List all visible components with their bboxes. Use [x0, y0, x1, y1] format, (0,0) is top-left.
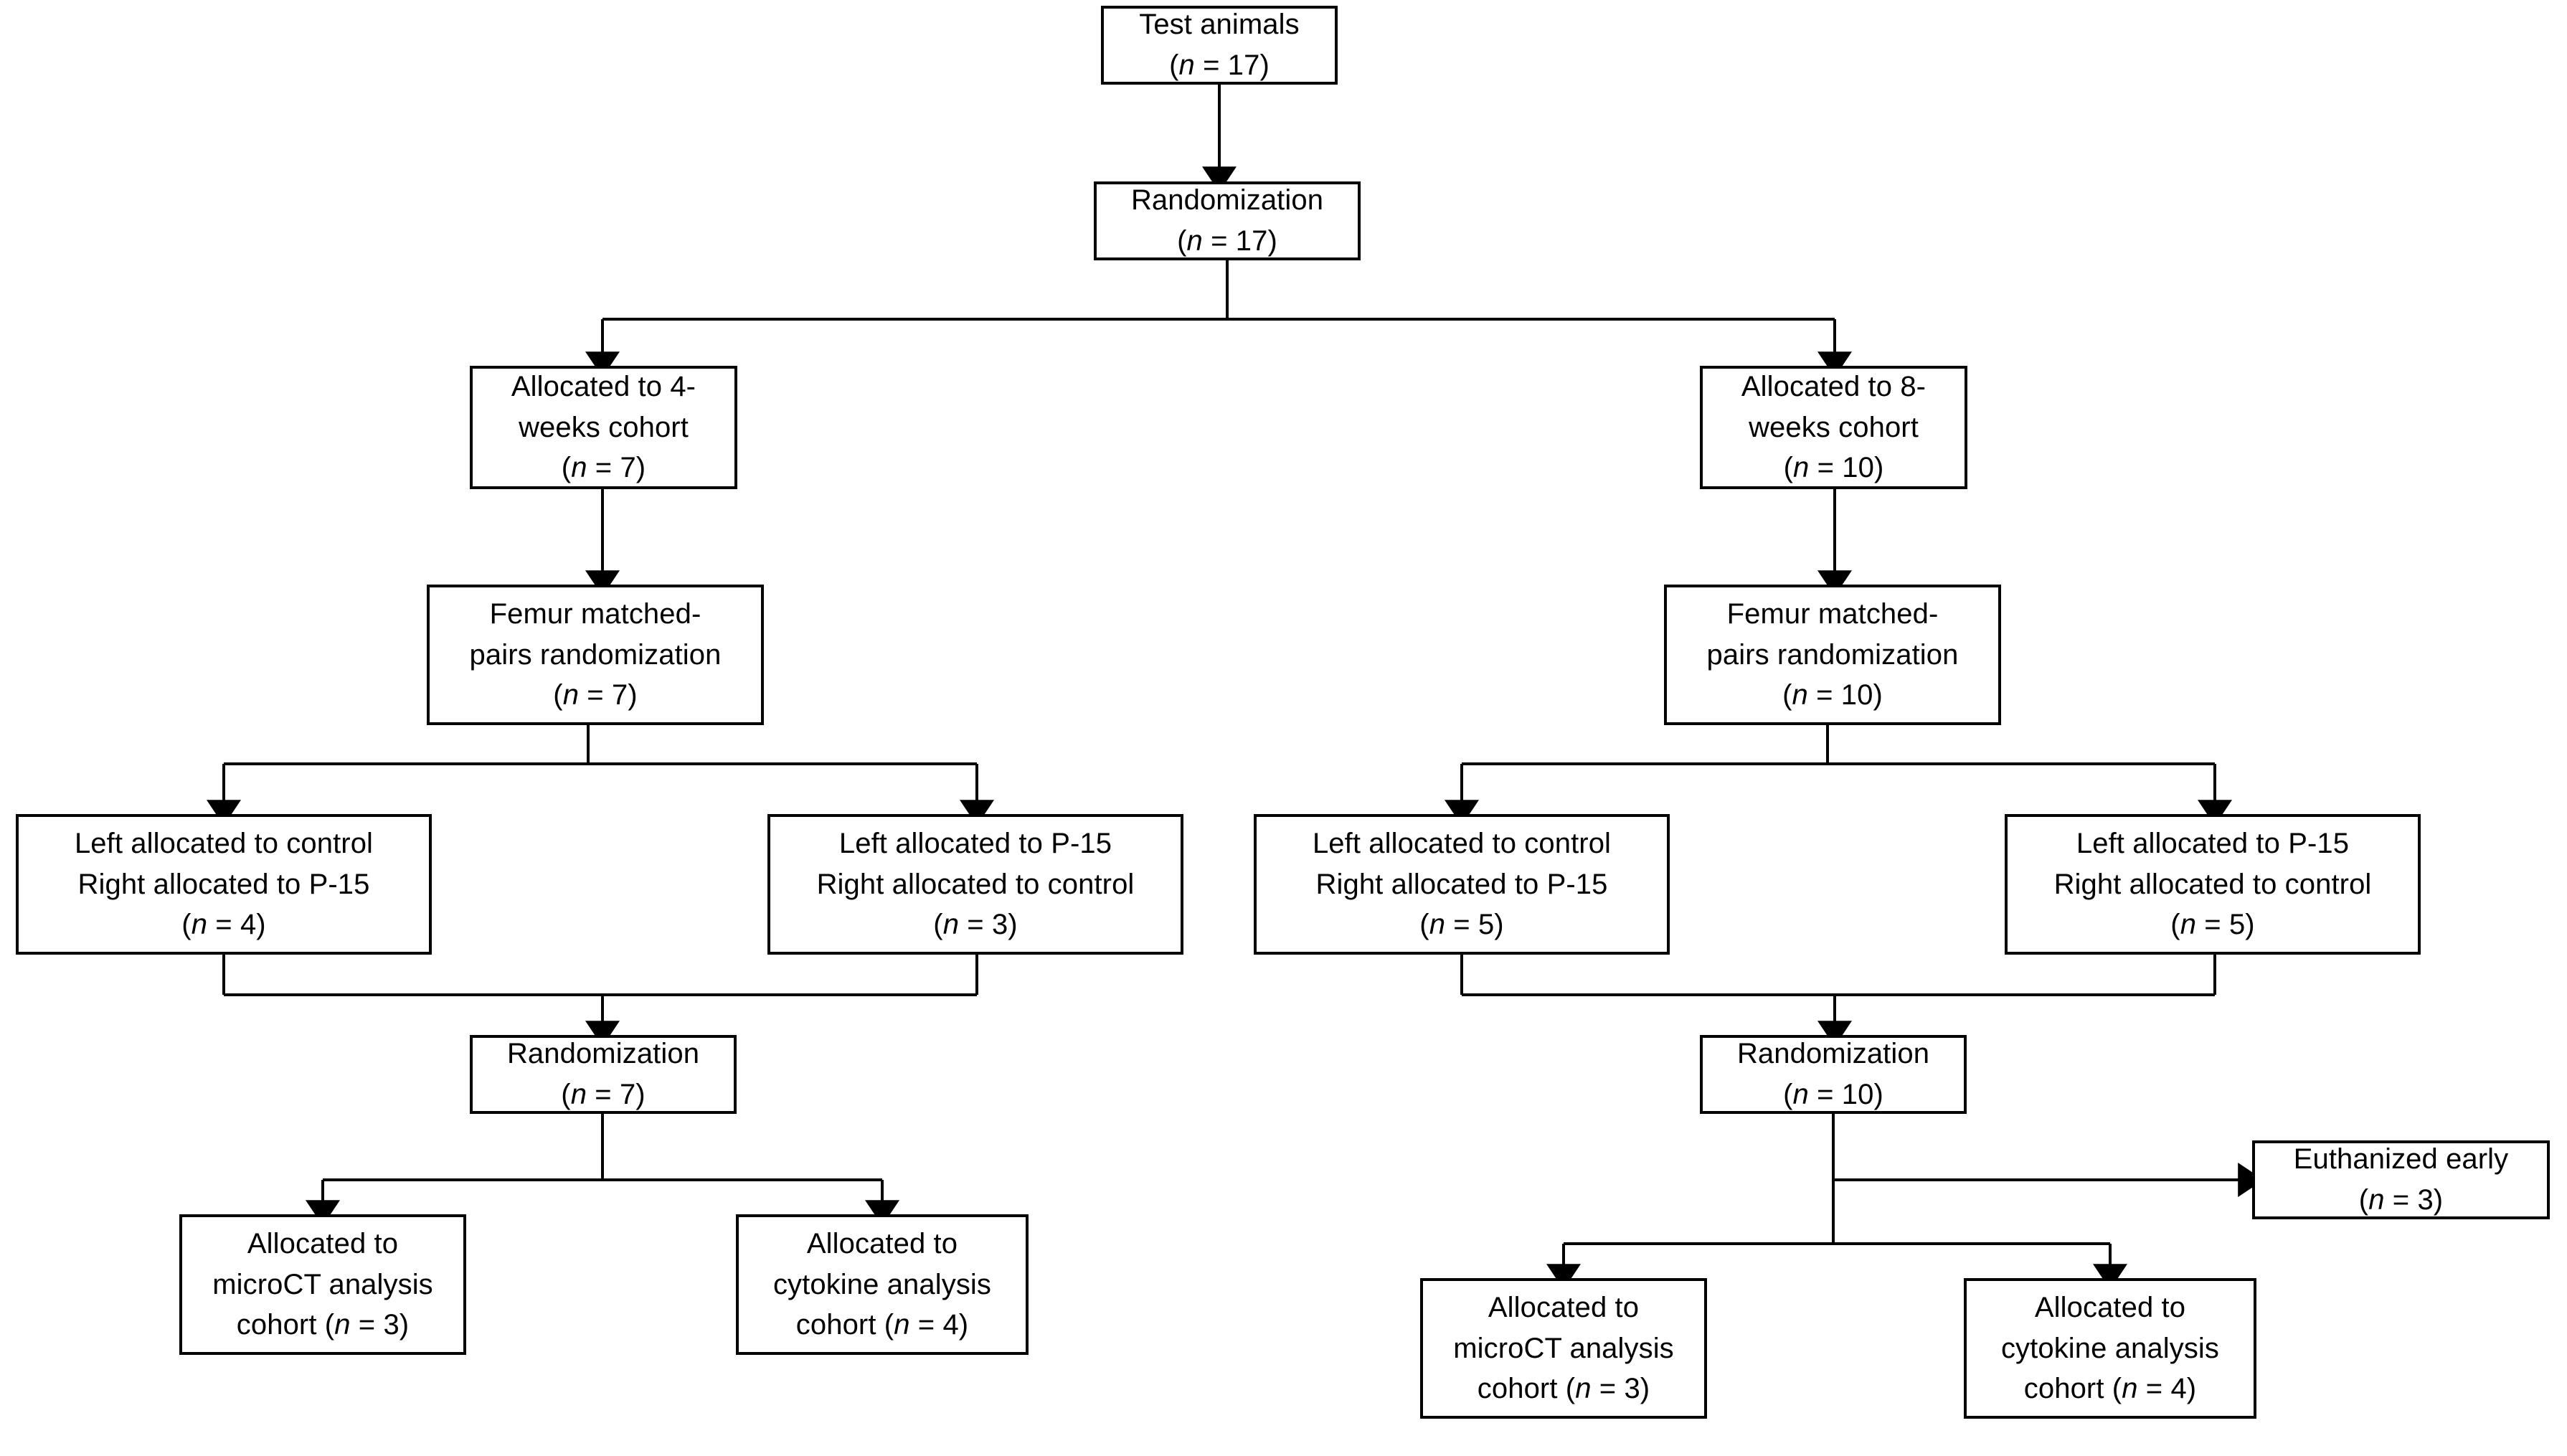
allocation-left-p15-4wk-box[interactable]: Left allocated to P-15 Right allocated t…: [767, 814, 1183, 955]
alloc-r1-label-2: Right allocated to P-15: [1315, 868, 1608, 900]
microct-analysis-4wk-box[interactable]: Allocated to microCT analysis cohort (n …: [179, 1214, 466, 1355]
microct-8wk-label-2: microCT analysis: [1453, 1332, 1674, 1364]
allocation-left-p15-8wk-box[interactable]: Left allocated to P-15 Right allocated t…: [2005, 814, 2421, 955]
cohort-4-weeks-label-1: Allocated to 4-: [511, 370, 696, 402]
randomization-8wk-label: Randomization: [1736, 1038, 1930, 1070]
femur-left-count: (n = 7): [553, 679, 638, 712]
femur-matched-pairs-right-box[interactable]: Femur matched- pairs randomization (n = …: [1664, 585, 2001, 725]
femur-right-label-1: Femur matched-: [1726, 597, 1939, 630]
test-animals-box[interactable]: Test animals (n = 17): [1101, 6, 1338, 85]
randomization-4wk-label: Randomization: [506, 1038, 700, 1070]
cytokine-8wk-count: cohort (n = 4): [2023, 1373, 2197, 1405]
cytokine-analysis-4wk-box[interactable]: Allocated to cytokine analysis cohort (n…: [736, 1214, 1029, 1355]
cohort-8-weeks-label-1: Allocated to 8-: [1741, 370, 1927, 402]
allocation-left-control-4wk-box[interactable]: Left allocated to control Right allocate…: [16, 814, 432, 955]
alloc-l2-count: (n = 3): [933, 909, 1018, 941]
cytokine-4wk-count: cohort (n = 4): [795, 1309, 969, 1341]
euthanized-early-label: Euthanized early: [2293, 1143, 2509, 1176]
randomization-8wk-count: (n = 10): [1783, 1079, 1883, 1110]
alloc-l2-label-1: Left allocated to P-15: [838, 827, 1112, 859]
euthanized-early-box[interactable]: Euthanized early (n = 3): [2252, 1140, 2550, 1219]
femur-matched-pairs-left-box[interactable]: Femur matched- pairs randomization (n = …: [427, 585, 764, 725]
test-animals-label: Test animals: [1139, 9, 1300, 41]
alloc-l1-count: (n = 4): [181, 909, 266, 941]
randomization-4wk-count: (n = 7): [561, 1079, 646, 1110]
cytokine-analysis-8wk-box[interactable]: Allocated to cytokine analysis cohort (n…: [1964, 1278, 2256, 1419]
cohort-8-weeks-count: (n = 10): [1783, 452, 1884, 484]
randomization-top-count: (n = 17): [1177, 225, 1277, 257]
alloc-r1-count: (n = 5): [1419, 909, 1504, 941]
alloc-l2-label-2: Right allocated to control: [816, 868, 1135, 900]
microct-4wk-label-2: microCT analysis: [212, 1268, 433, 1300]
alloc-l1-label-1: Left allocated to control: [74, 827, 374, 859]
microct-4wk-count: cohort (n = 3): [236, 1309, 410, 1341]
randomization-8wk-box[interactable]: Randomization (n = 10): [1700, 1035, 1967, 1114]
femur-left-label-2: pairs randomization: [469, 638, 722, 671]
cohort-8-weeks-box[interactable]: Allocated to 8- weeks cohort (n = 10): [1700, 366, 1967, 489]
randomization-top-box[interactable]: Randomization (n = 17): [1094, 181, 1361, 260]
cohort-8-weeks-label-2: weeks cohort: [1749, 411, 1919, 443]
test-animals-count: (n = 17): [1169, 49, 1270, 81]
microct-4wk-label-1: Allocated to: [247, 1227, 399, 1259]
cytokine-4wk-label-1: Allocated to: [806, 1227, 958, 1259]
cohort-4-weeks-label-2: weeks cohort: [519, 411, 689, 443]
alloc-r2-label-1: Left allocated to P-15: [2076, 827, 2350, 859]
femur-right-count: (n = 10): [1782, 679, 1883, 712]
cytokine-8wk-label-1: Allocated to: [2034, 1291, 2186, 1323]
cytokine-4wk-label-2: cytokine analysis: [772, 1268, 992, 1300]
alloc-r2-label-2: Right allocated to control: [2053, 868, 2372, 900]
allocation-left-control-8wk-box[interactable]: Left allocated to control Right allocate…: [1254, 814, 1670, 955]
microct-analysis-8wk-box[interactable]: Allocated to microCT analysis cohort (n …: [1420, 1278, 1707, 1419]
microct-8wk-label-1: Allocated to: [1488, 1291, 1640, 1323]
randomization-top-label: Randomization: [1130, 184, 1324, 217]
randomization-4wk-box[interactable]: Randomization (n = 7): [470, 1035, 737, 1114]
alloc-l1-label-2: Right allocated to P-15: [77, 868, 370, 900]
cohort-4-weeks-box[interactable]: Allocated to 4- weeks cohort (n = 7): [470, 366, 737, 489]
microct-8wk-count: cohort (n = 3): [1477, 1373, 1650, 1405]
femur-left-label-1: Femur matched-: [489, 597, 701, 630]
cytokine-8wk-label-2: cytokine analysis: [2000, 1332, 2220, 1364]
femur-right-label-2: pairs randomization: [1706, 638, 1959, 671]
euthanized-early-count: (n = 3): [2358, 1184, 2444, 1216]
alloc-r2-count: (n = 5): [2170, 909, 2255, 941]
alloc-r1-label-1: Left allocated to control: [1312, 827, 1612, 859]
cohort-4-weeks-count: (n = 7): [561, 452, 646, 484]
